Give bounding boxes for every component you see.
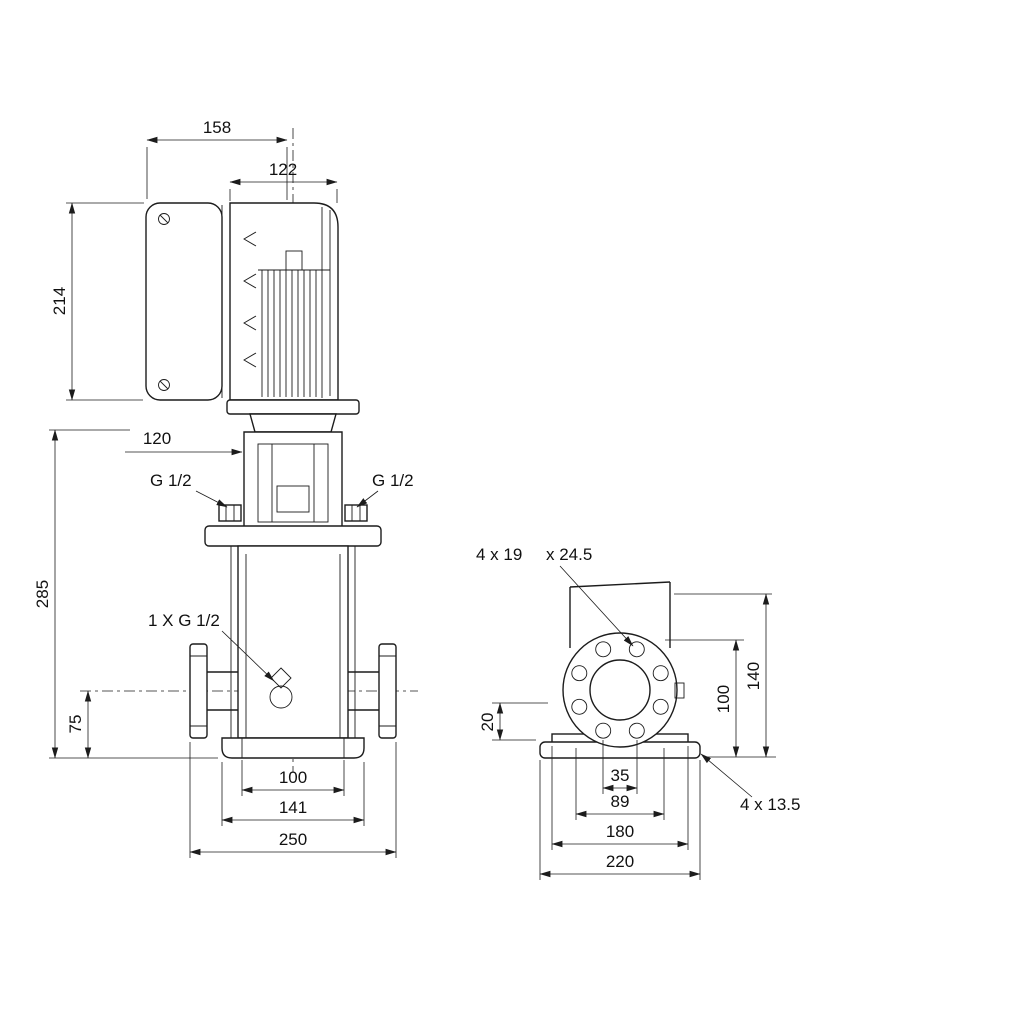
screw-icon xyxy=(158,213,170,225)
side-view-dimensions: 4 x 19 x 24.5 20 100 140 35 xyxy=(476,545,801,880)
dim-base-hole-spacing: 100 xyxy=(279,768,307,787)
dim-port-to-port: 250 xyxy=(279,830,307,849)
dim-port-height: 75 xyxy=(66,715,85,734)
flange-left xyxy=(189,643,208,739)
screw-icon xyxy=(158,379,170,391)
flange-right xyxy=(378,643,397,739)
coupling xyxy=(276,485,310,513)
label-port-right: G 1/2 xyxy=(372,471,414,490)
dim-motor-height: 214 xyxy=(50,287,69,315)
dim-base-depth: 220 xyxy=(606,852,634,871)
dim-base-width: 141 xyxy=(279,798,307,817)
motor-body xyxy=(229,202,339,401)
motor-terminal-box xyxy=(145,202,223,401)
pump-head-plate xyxy=(204,525,382,547)
dim-base-edge-offset: 20 xyxy=(478,713,497,732)
base-plate xyxy=(221,737,365,759)
front-view-dimensions: 158 122 214 120 285 75 1 xyxy=(33,118,414,858)
dim-flange-center-height: 100 xyxy=(714,685,733,713)
dim-total-width: 158 xyxy=(203,118,231,137)
motor-fins xyxy=(258,207,331,398)
dim-flange-width: 89 xyxy=(611,792,630,811)
dim-coupling-width: 120 xyxy=(143,429,171,448)
flange-tab xyxy=(674,682,685,699)
label-drain: 1 X G 1/2 xyxy=(148,611,220,630)
vent-plug-right xyxy=(344,504,368,522)
dim-hole-spacing: 35 xyxy=(611,766,630,785)
motor-flange xyxy=(226,399,360,415)
label-flange-holes-a: 4 x 19 xyxy=(476,545,522,564)
flange-face xyxy=(562,632,678,748)
coupling-housing xyxy=(243,431,343,529)
adapter xyxy=(249,413,337,433)
chamber-stack xyxy=(237,545,349,739)
vent-plug-left xyxy=(218,504,242,522)
label-base-holes: 4 x 13.5 xyxy=(740,795,801,814)
dim-overall-height: 140 xyxy=(744,662,763,690)
side-view: 4 x 19 x 24.5 20 100 140 35 xyxy=(476,545,801,880)
dim-motor-width: 122 xyxy=(269,160,297,179)
flange-bolt-holes xyxy=(571,641,669,739)
dim-side-base-width: 180 xyxy=(606,822,634,841)
dim-pump-height: 285 xyxy=(33,580,52,608)
front-view: 158 122 214 120 285 75 1 xyxy=(33,118,418,858)
flange-bore xyxy=(589,659,651,721)
label-flange-holes-b: x 24.5 xyxy=(546,545,592,564)
label-port-left: G 1/2 xyxy=(150,471,192,490)
